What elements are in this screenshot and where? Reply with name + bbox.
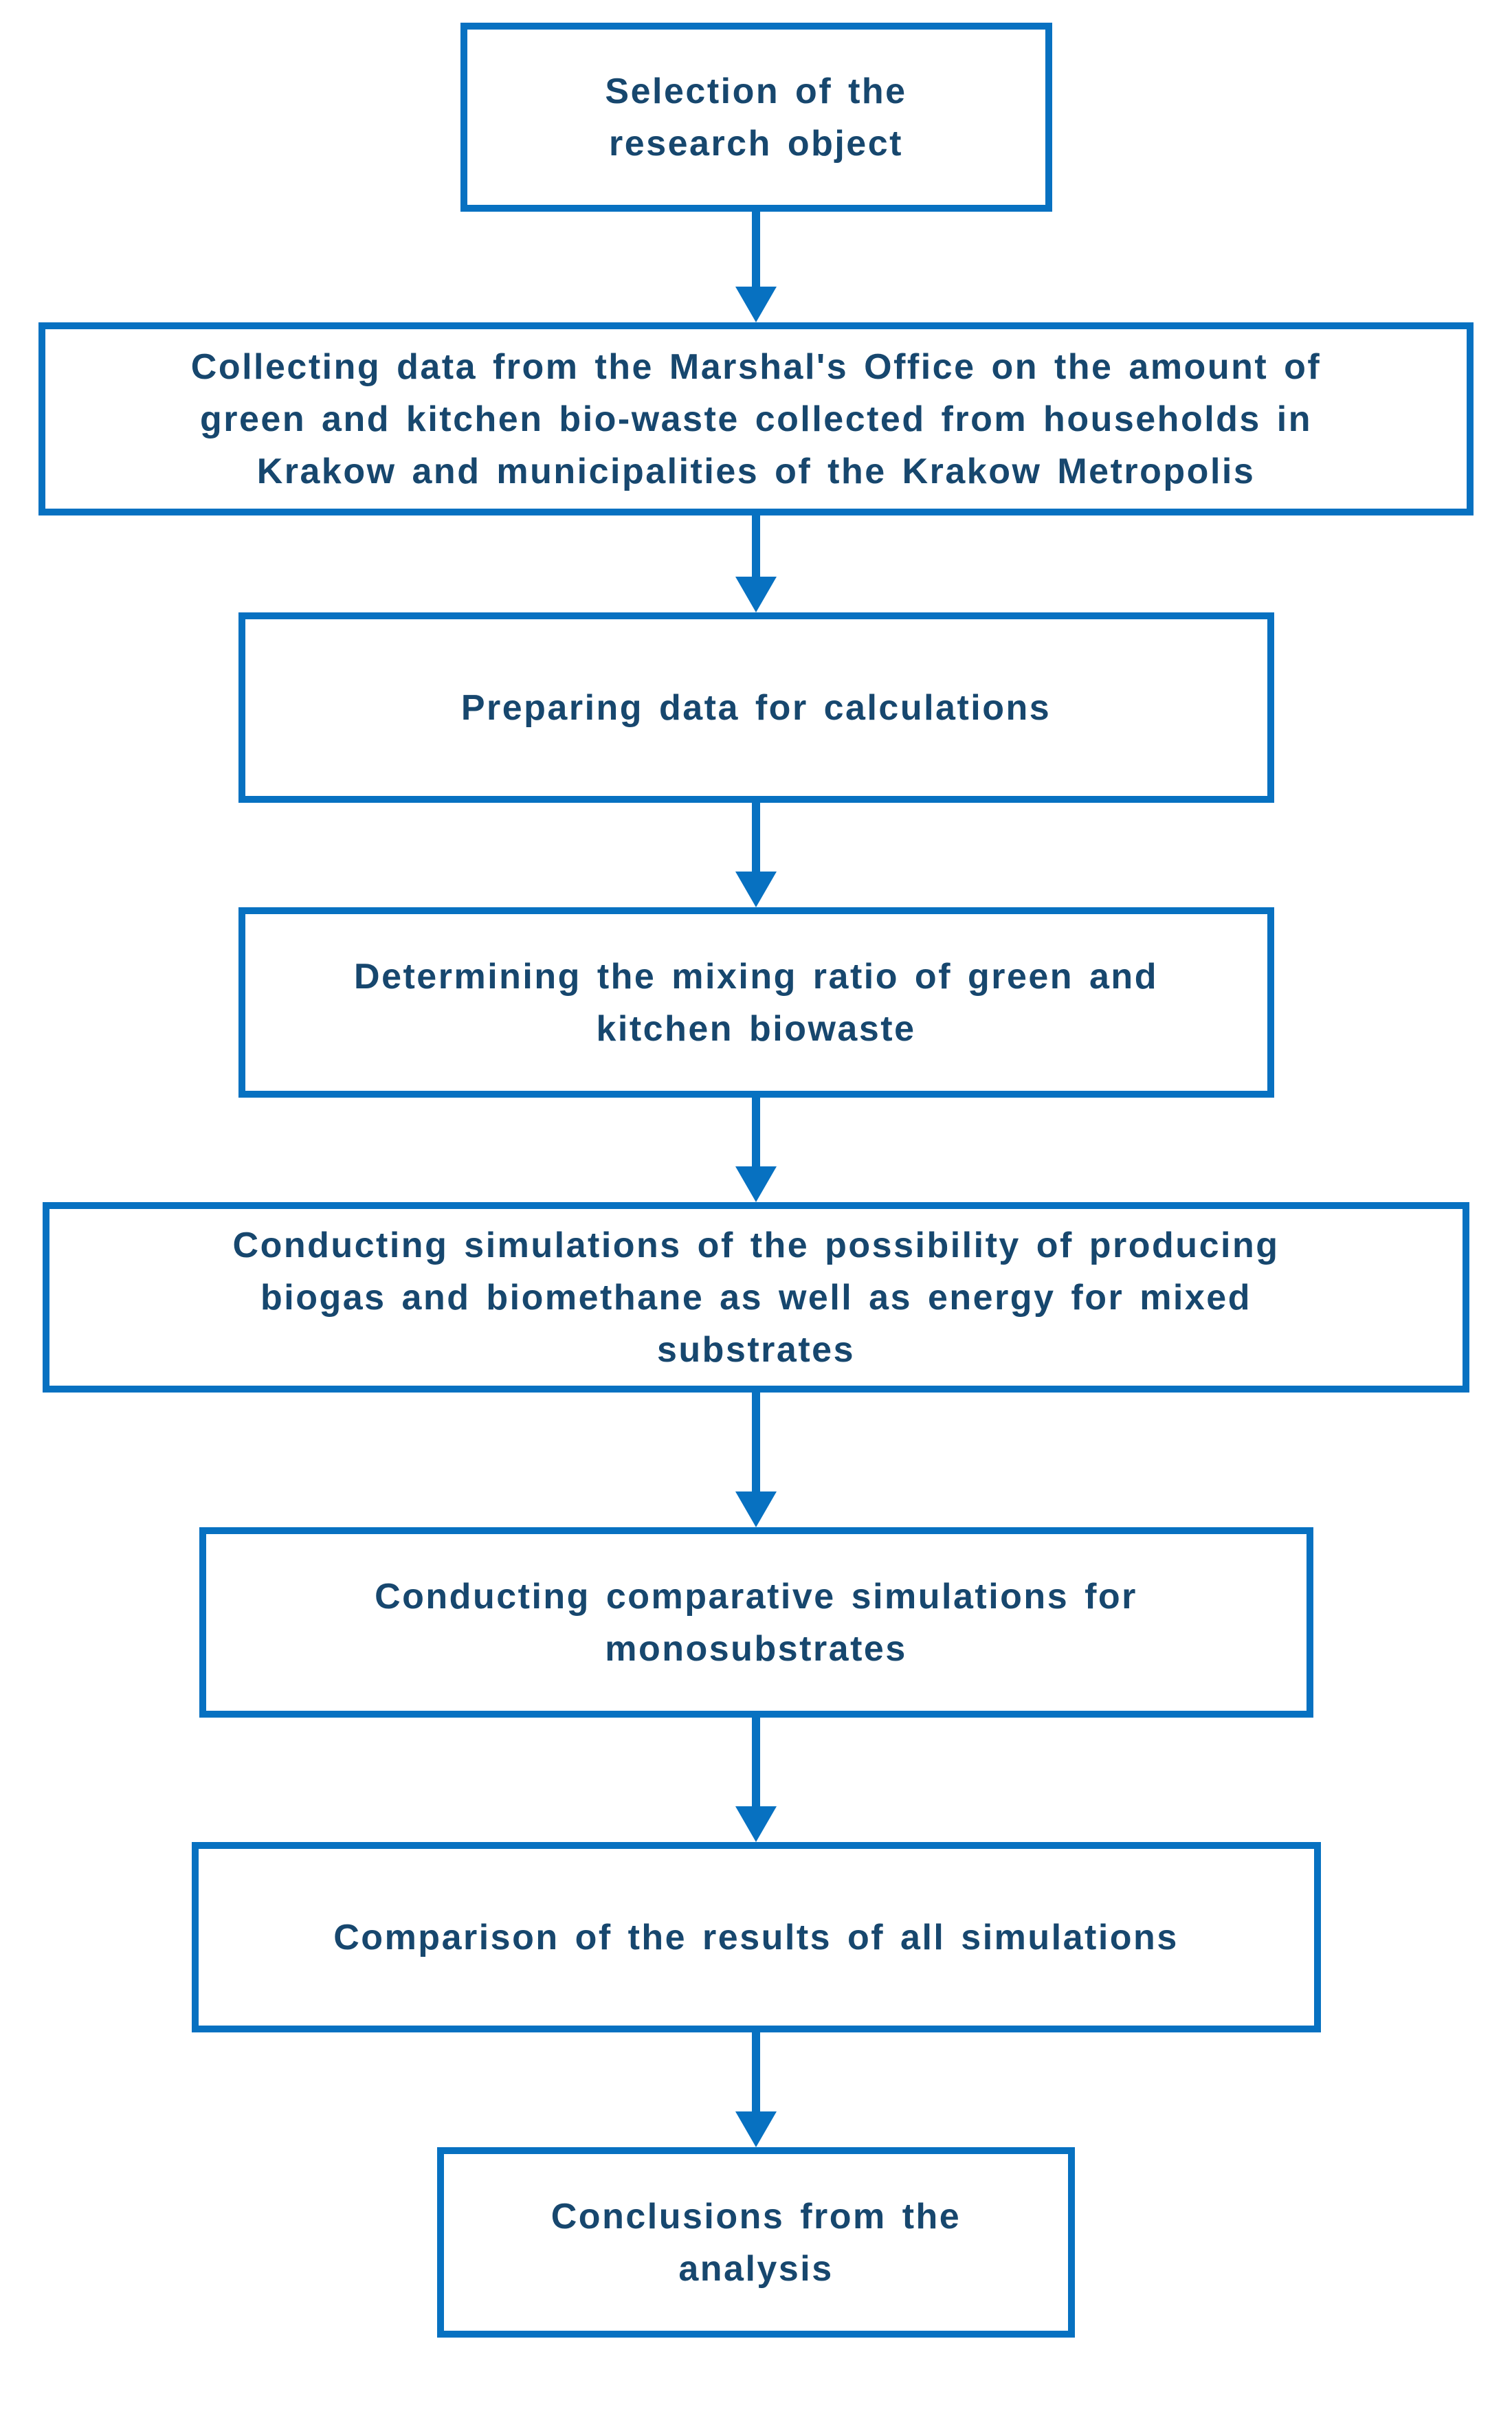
flow-step-determining-mixing-ratio: Determining the mixing ratio of green an… xyxy=(238,907,1274,1098)
arrow-down-icon xyxy=(735,1166,777,1202)
arrow-down-icon xyxy=(735,287,777,322)
connector-arrow-7 xyxy=(735,2032,777,2147)
flow-step-preparing-data: Preparing data for calculations xyxy=(238,612,1274,803)
arrow-down-icon xyxy=(735,872,777,907)
arrow-down-icon xyxy=(735,2111,777,2147)
step-text-line: biogas and biomethane as well as energy … xyxy=(260,1277,1252,1318)
connector-arrow-2 xyxy=(735,515,777,612)
step-text-line: Comparison of the results of all simulat… xyxy=(333,1917,1179,1957)
arrow-down-icon xyxy=(735,1491,777,1527)
arrow-shaft xyxy=(752,1393,760,1491)
step-text-line: kitchen biowaste xyxy=(596,1008,916,1049)
connector-arrow-6 xyxy=(735,1718,777,1842)
step-text-line: Determining the mixing ratio of green an… xyxy=(354,956,1158,997)
step-text-line: Conducting comparative simulations for xyxy=(375,1576,1137,1617)
connector-arrow-1 xyxy=(735,212,777,322)
step-text-line: Conducting simulations of the possibilit… xyxy=(232,1225,1280,1265)
flow-step-simulations-mixed-substrates: Conducting simulations of the possibilit… xyxy=(43,1202,1469,1393)
arrow-down-icon xyxy=(735,1806,777,1842)
step-text-line: Collecting data from the Marshal's Offic… xyxy=(190,346,1322,387)
step-text-line: research object xyxy=(609,123,903,164)
connector-arrow-5 xyxy=(735,1393,777,1527)
flow-step-comparative-simulations-monosubstrates: Conducting comparative simulations for m… xyxy=(199,1527,1313,1718)
arrow-shaft xyxy=(752,212,760,287)
step-text-line: green and kitchen bio-waste collected fr… xyxy=(199,399,1313,439)
flow-step-collecting-data: Collecting data from the Marshal's Offic… xyxy=(38,322,1474,515)
flow-step-comparison-of-results: Comparison of the results of all simulat… xyxy=(191,1842,1321,2032)
arrow-shaft xyxy=(752,1718,760,1806)
step-text-line: Krakow and municipalities of the Krakow … xyxy=(256,451,1256,491)
step-text-line: Preparing data for calculations xyxy=(460,687,1052,728)
step-text-line: analysis xyxy=(678,2248,834,2289)
flow-step-conclusions: Conclusions from the analysis xyxy=(437,2147,1075,2338)
arrow-shaft xyxy=(752,2032,760,2111)
arrow-shaft xyxy=(752,1098,760,1166)
step-text-line: Selection of the xyxy=(605,71,907,111)
connector-arrow-4 xyxy=(735,1098,777,1202)
step-text-line: Conclusions from the xyxy=(551,2196,961,2237)
arrow-down-icon xyxy=(735,577,777,612)
step-text-line: monosubstrates xyxy=(605,1628,907,1669)
flow-step-selection-of-research-object: Selection of the research object xyxy=(460,23,1052,212)
arrow-shaft xyxy=(752,803,760,872)
arrow-shaft xyxy=(752,515,760,577)
connector-arrow-3 xyxy=(735,803,777,907)
step-text-line: substrates xyxy=(657,1329,855,1370)
